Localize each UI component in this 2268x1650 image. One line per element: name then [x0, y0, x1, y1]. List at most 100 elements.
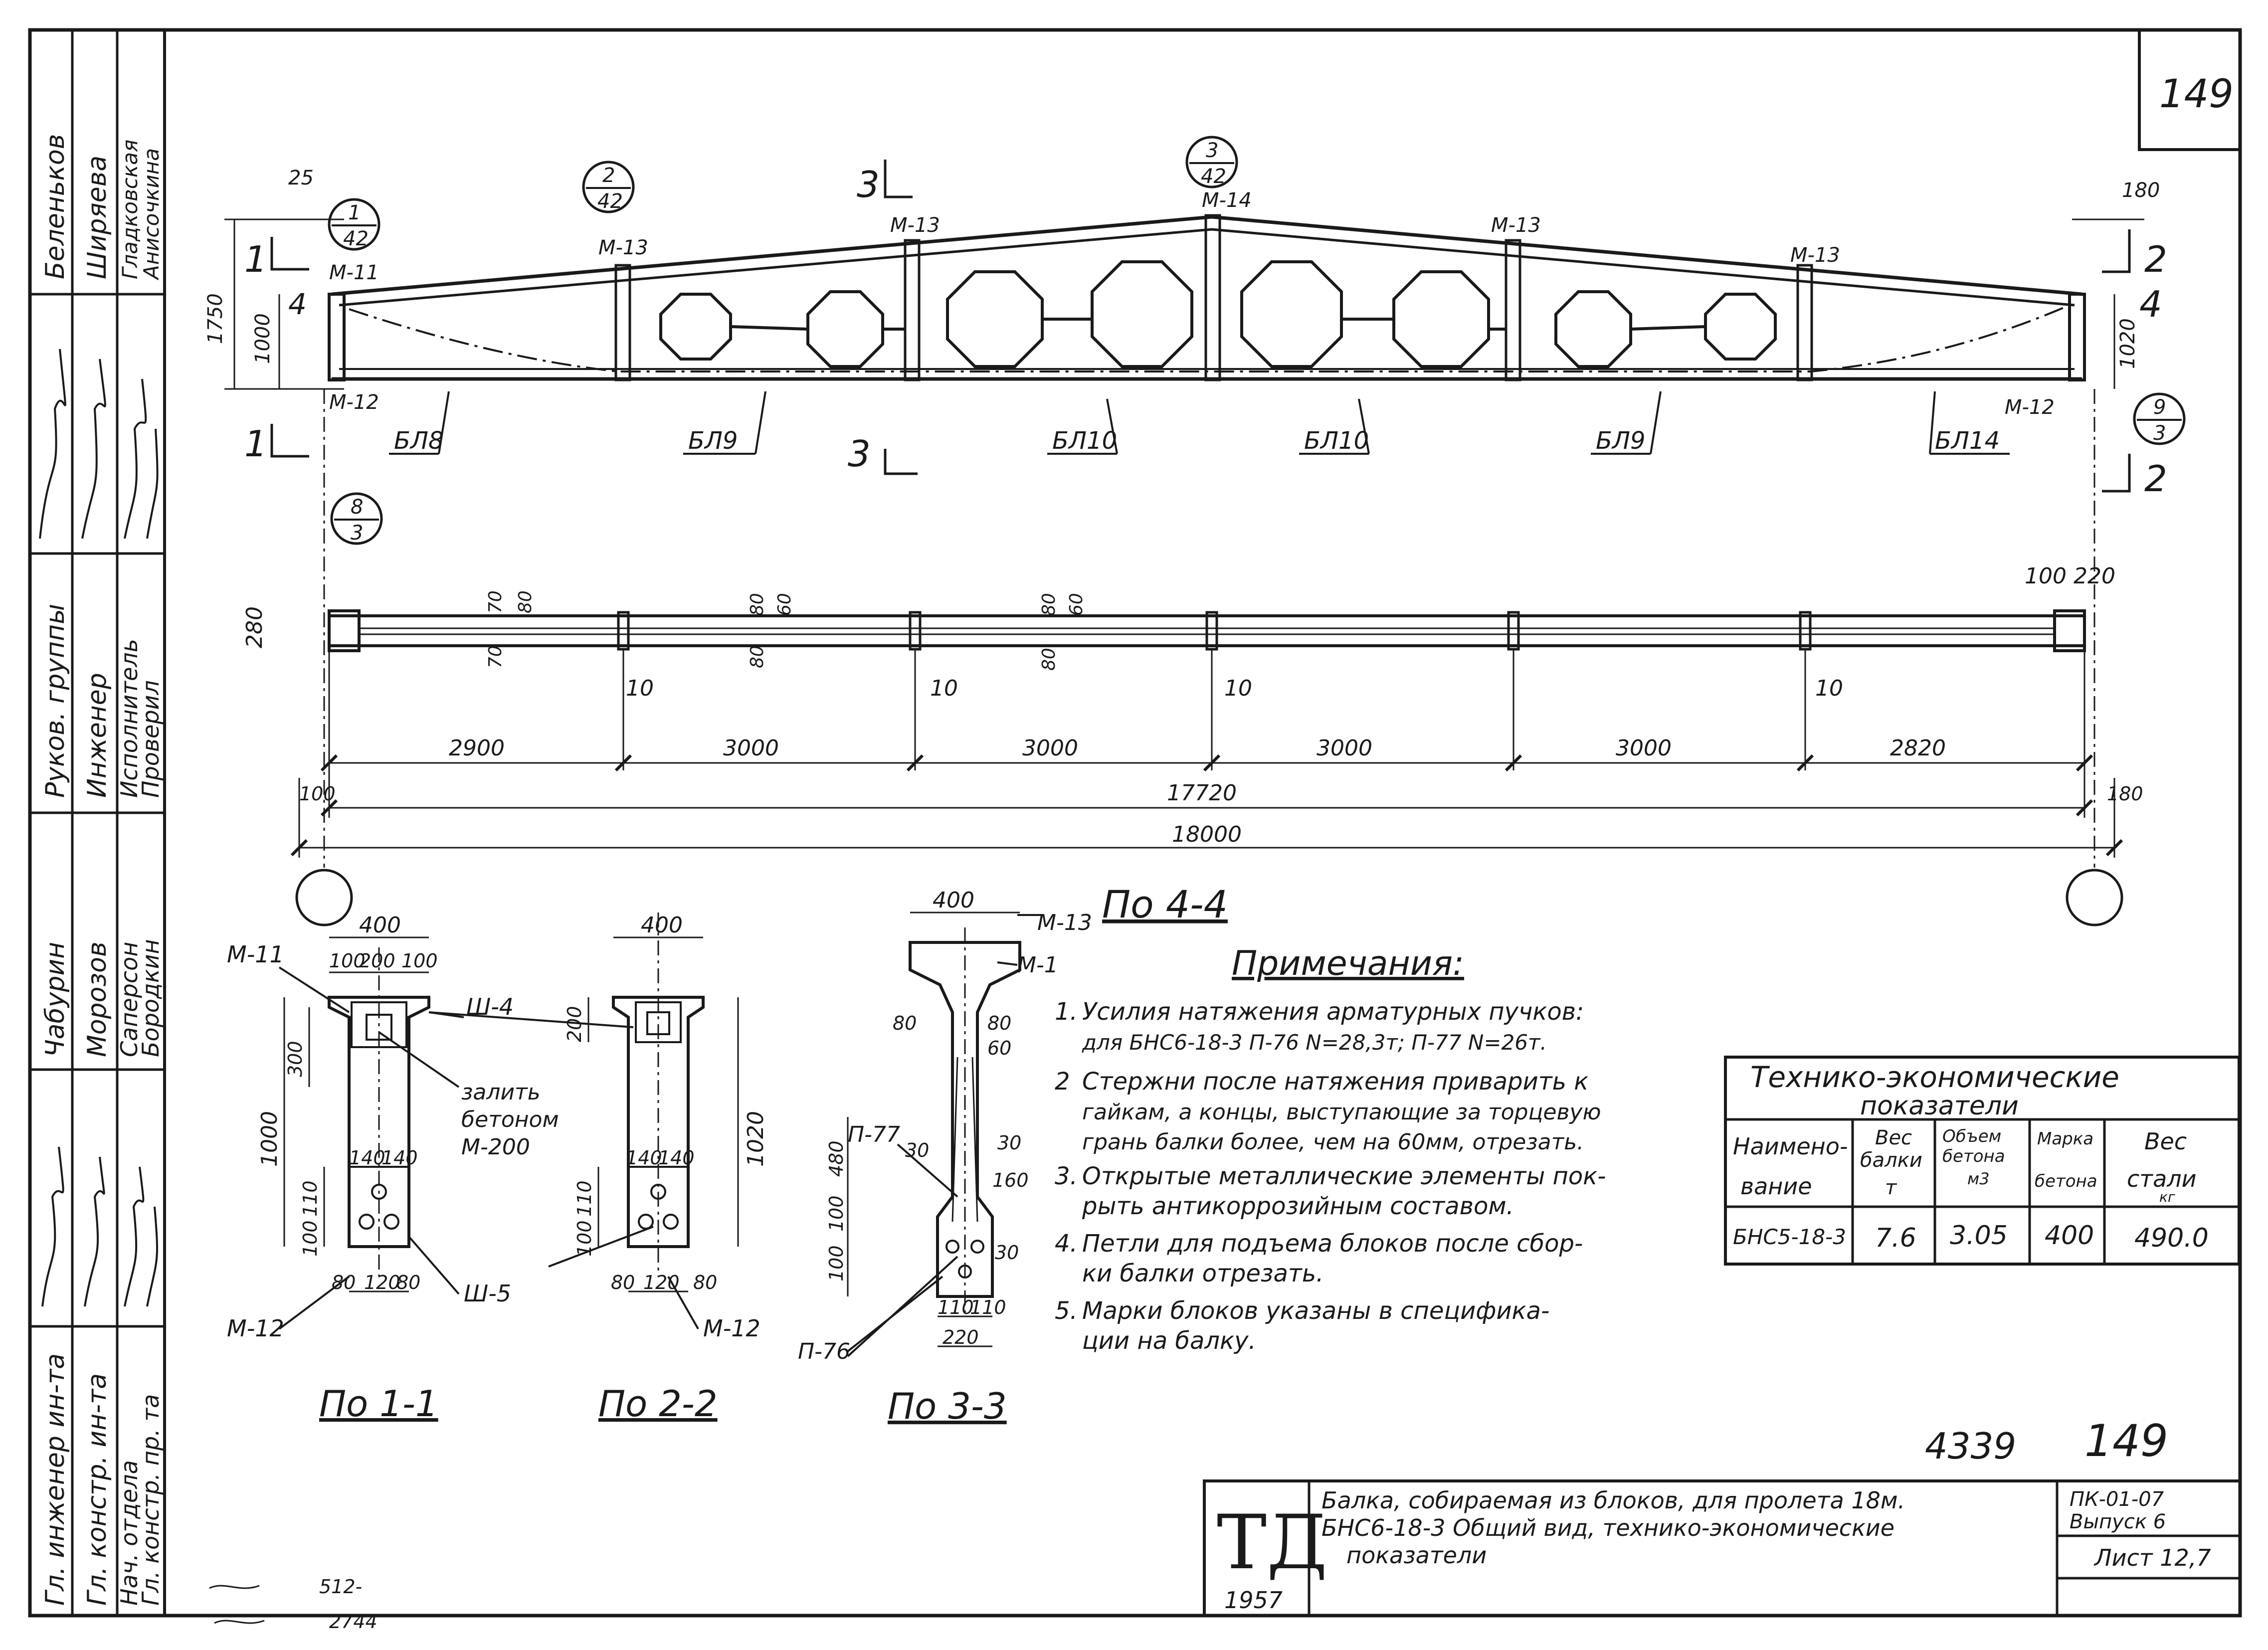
note-number: 3.	[1055, 1162, 1078, 1190]
part-mark: М-11	[329, 261, 379, 284]
dim-label: 100	[825, 1195, 847, 1232]
block-mark: БЛ9	[1596, 427, 1646, 455]
part-mark: М-13	[1790, 244, 1840, 267]
sheet-number: Лист 12,7	[2093, 1544, 2211, 1571]
scribble: 512-	[319, 1576, 362, 1598]
notes: Примечания: 1. Усилия натяжения арматурн…	[1055, 944, 1606, 1355]
section-ref-den: 42	[343, 227, 369, 250]
table-cell: 400	[2045, 1221, 2094, 1251]
dim-label: 80	[987, 1012, 1011, 1034]
stamp-role: Нач. отдела	[116, 1460, 143, 1606]
section-ref-den: 3	[2153, 422, 2166, 445]
dim-label: 100	[573, 1220, 595, 1257]
note-line: Открытые металлические элементы пок-	[1082, 1162, 1606, 1190]
title-block-text: ТД 1957 Балка, собираемая из блоков, для…	[1217, 1487, 2211, 1614]
part-mark: П-77	[848, 1122, 900, 1147]
dim-label: 80	[893, 1012, 917, 1034]
beam-elevation	[224, 214, 2144, 868]
dim-label: 120	[364, 1272, 400, 1293]
gap-label: 10	[626, 676, 654, 701]
overall-label: 18000	[1172, 822, 1242, 847]
section-ref-den: 42	[1201, 165, 1226, 188]
stamp-role: Проверил	[137, 680, 164, 798]
part-mark: М-13	[890, 214, 940, 237]
elevation-labels: 25 1750 1000 1020 180 1 42 2 42 3 42 9 3…	[204, 136, 2186, 545]
section-1-1-leaders	[278, 966, 654, 1330]
series: Выпуск 6	[2070, 1510, 2166, 1533]
fill-note: М-200	[461, 1134, 530, 1160]
block-mark: БЛ10	[1052, 427, 1117, 455]
cut-label: 3	[848, 433, 871, 475]
table-cell: 490.0	[2134, 1223, 2209, 1253]
dim-label: 180	[2122, 179, 2160, 202]
dim-label: 100 220	[2025, 563, 2115, 589]
dim-label: 1020	[743, 1111, 768, 1167]
cut-label: 4	[288, 287, 307, 321]
dim-label: 110	[573, 1180, 595, 1217]
dim-label: 1020	[2116, 318, 2139, 369]
sheet-frame	[28, 28, 2242, 1618]
cut-label: 4	[2139, 283, 2162, 325]
dim-label: 400	[641, 913, 683, 938]
dim-label: 140	[658, 1147, 695, 1169]
dim-label: 100	[401, 950, 438, 972]
block-labels: БЛ8 БЛ9 БЛ10 БЛ10 БЛ9 БЛ14	[389, 391, 2010, 455]
note-number: 5.	[1055, 1297, 1078, 1325]
table-cell: 7.6	[1875, 1223, 1916, 1253]
dim-label: 1000	[251, 313, 274, 364]
title-line: БНС6-18-3 Общий вид, технико-экономическ…	[1322, 1514, 1894, 1541]
dim-label: 160	[992, 1169, 1029, 1191]
title-block	[1203, 1479, 2242, 1617]
stamp-role: Гл. констр. ин-та	[82, 1373, 112, 1606]
table-header: м3	[1967, 1169, 1990, 1188]
cut-marks: 1 1 4 3 3 2 4 2	[244, 164, 2167, 500]
joint-mark: 70	[485, 590, 506, 613]
cut-label: 1	[244, 238, 267, 280]
part-marks: М-11 М-12 М-13 М-13 М-14 М-13 М-13 М-12	[329, 189, 2055, 419]
dim-label: 80	[332, 1272, 356, 1293]
bottom-notes: 512- 2744	[209, 1576, 378, 1633]
part-mark: М-12	[703, 1315, 760, 1342]
dim-label: 140	[349, 1147, 385, 1169]
block-mark: БЛ9	[688, 427, 738, 455]
title-line: показатели	[1346, 1542, 1487, 1569]
table-header: Вес	[1875, 1126, 1912, 1149]
span-label: 2820	[1890, 735, 1946, 761]
section-title: По 4-4	[1102, 882, 1228, 926]
section-1-1-labels: 400 100 200 100 300 1000 140 140 110 100…	[227, 913, 559, 1425]
side-stamp-signatures	[39, 349, 159, 1307]
stamp-name: Морозов	[82, 941, 112, 1057]
stamp-name: Чабурин	[40, 942, 70, 1057]
part-mark: М-12	[227, 1315, 284, 1342]
web-openings	[659, 260, 1777, 368]
cut-label: 2	[2144, 238, 2167, 280]
dim-label: 120	[643, 1272, 680, 1293]
section-ref-den: 3	[351, 522, 363, 545]
stamp-role: Исполнитель	[116, 639, 143, 798]
part-mark: М-13	[1491, 214, 1541, 237]
span-label: 3000	[1616, 735, 1672, 761]
beam-plan	[290, 609, 2123, 926]
tech-table	[1724, 1056, 2241, 1266]
table-cell: БНС5-18-3	[1733, 1225, 1846, 1249]
section-3-3	[847, 912, 1021, 1347]
cut-label: 3	[857, 164, 880, 205]
table-header: Объем	[1942, 1126, 2001, 1146]
joint-mark: 80	[747, 593, 767, 616]
cut-arrows	[270, 160, 2131, 493]
section-ref-den: 42	[597, 190, 623, 213]
dim-label: 80	[611, 1272, 635, 1293]
block-mark: БЛ14	[1935, 427, 2000, 455]
joint-mark: 80	[1039, 593, 1059, 616]
note-line: Стержни после натяжения приварить к	[1082, 1068, 1588, 1096]
section-title: По 2-2	[598, 1383, 718, 1425]
part-mark: М-11	[227, 941, 284, 968]
dim-label: 480	[825, 1140, 847, 1177]
stamp-name: Бородкин	[137, 939, 164, 1057]
note-line: ки балки отрезать.	[1082, 1260, 1323, 1287]
tech-table-text: Технико-экономические показатели Наимено…	[1733, 1060, 2209, 1253]
table-title: Технико-экономические	[1750, 1060, 2119, 1094]
dim-label: 140	[626, 1147, 662, 1169]
section-ref-num: 8	[351, 496, 363, 519]
note-line: Петли для подъема блоков после сбор-	[1082, 1230, 1583, 1258]
